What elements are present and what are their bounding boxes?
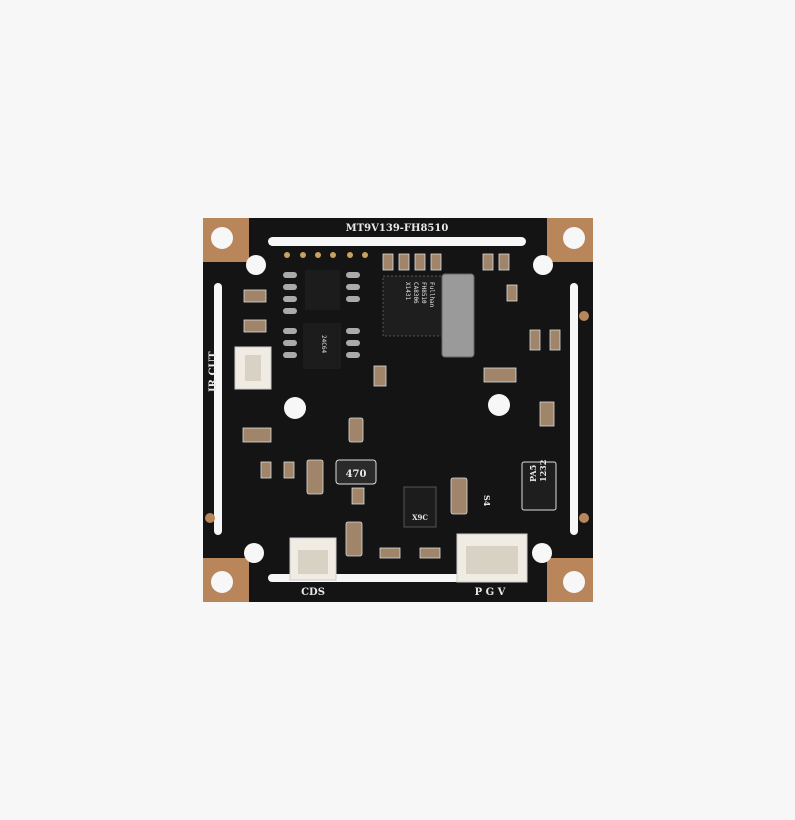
inductor-label: 470	[346, 469, 367, 480]
transistor-label: S4	[482, 495, 492, 507]
processor-brand: Fullhan	[428, 282, 435, 308]
inductor	[335, 459, 377, 485]
eeprom-label: 24C64	[320, 335, 327, 353]
regulator-label: X9C	[412, 513, 428, 522]
processor-code: CA8306	[412, 282, 419, 304]
smd-components	[242, 253, 561, 559]
ir-cut-connector	[234, 346, 272, 390]
diode-label-1: PA5	[528, 465, 538, 482]
pgv-connector	[456, 533, 528, 583]
ir-cut-label: IR CUT	[208, 351, 219, 392]
processor-model: FH8510	[420, 282, 427, 304]
camera-pcb-board: MT9V139-FH8510 IR CUT CDS P G V 24C64 Fu…	[203, 218, 593, 602]
processor-chip: Fullhan FH8510 CA8306 X1431	[382, 275, 444, 337]
crystal-oscillator	[441, 273, 475, 358]
processor-date: X1431	[404, 282, 411, 300]
soic-chips: 24C64	[283, 270, 360, 369]
pgv-label: P G V	[475, 587, 506, 598]
diode-label-2: 1232	[538, 460, 548, 482]
cds-connector	[289, 537, 337, 581]
cds-label: CDS	[301, 587, 325, 598]
schottky-diode	[521, 461, 557, 511]
model-label: MT9V139-FH8510	[346, 223, 449, 234]
pin-header	[284, 252, 368, 258]
